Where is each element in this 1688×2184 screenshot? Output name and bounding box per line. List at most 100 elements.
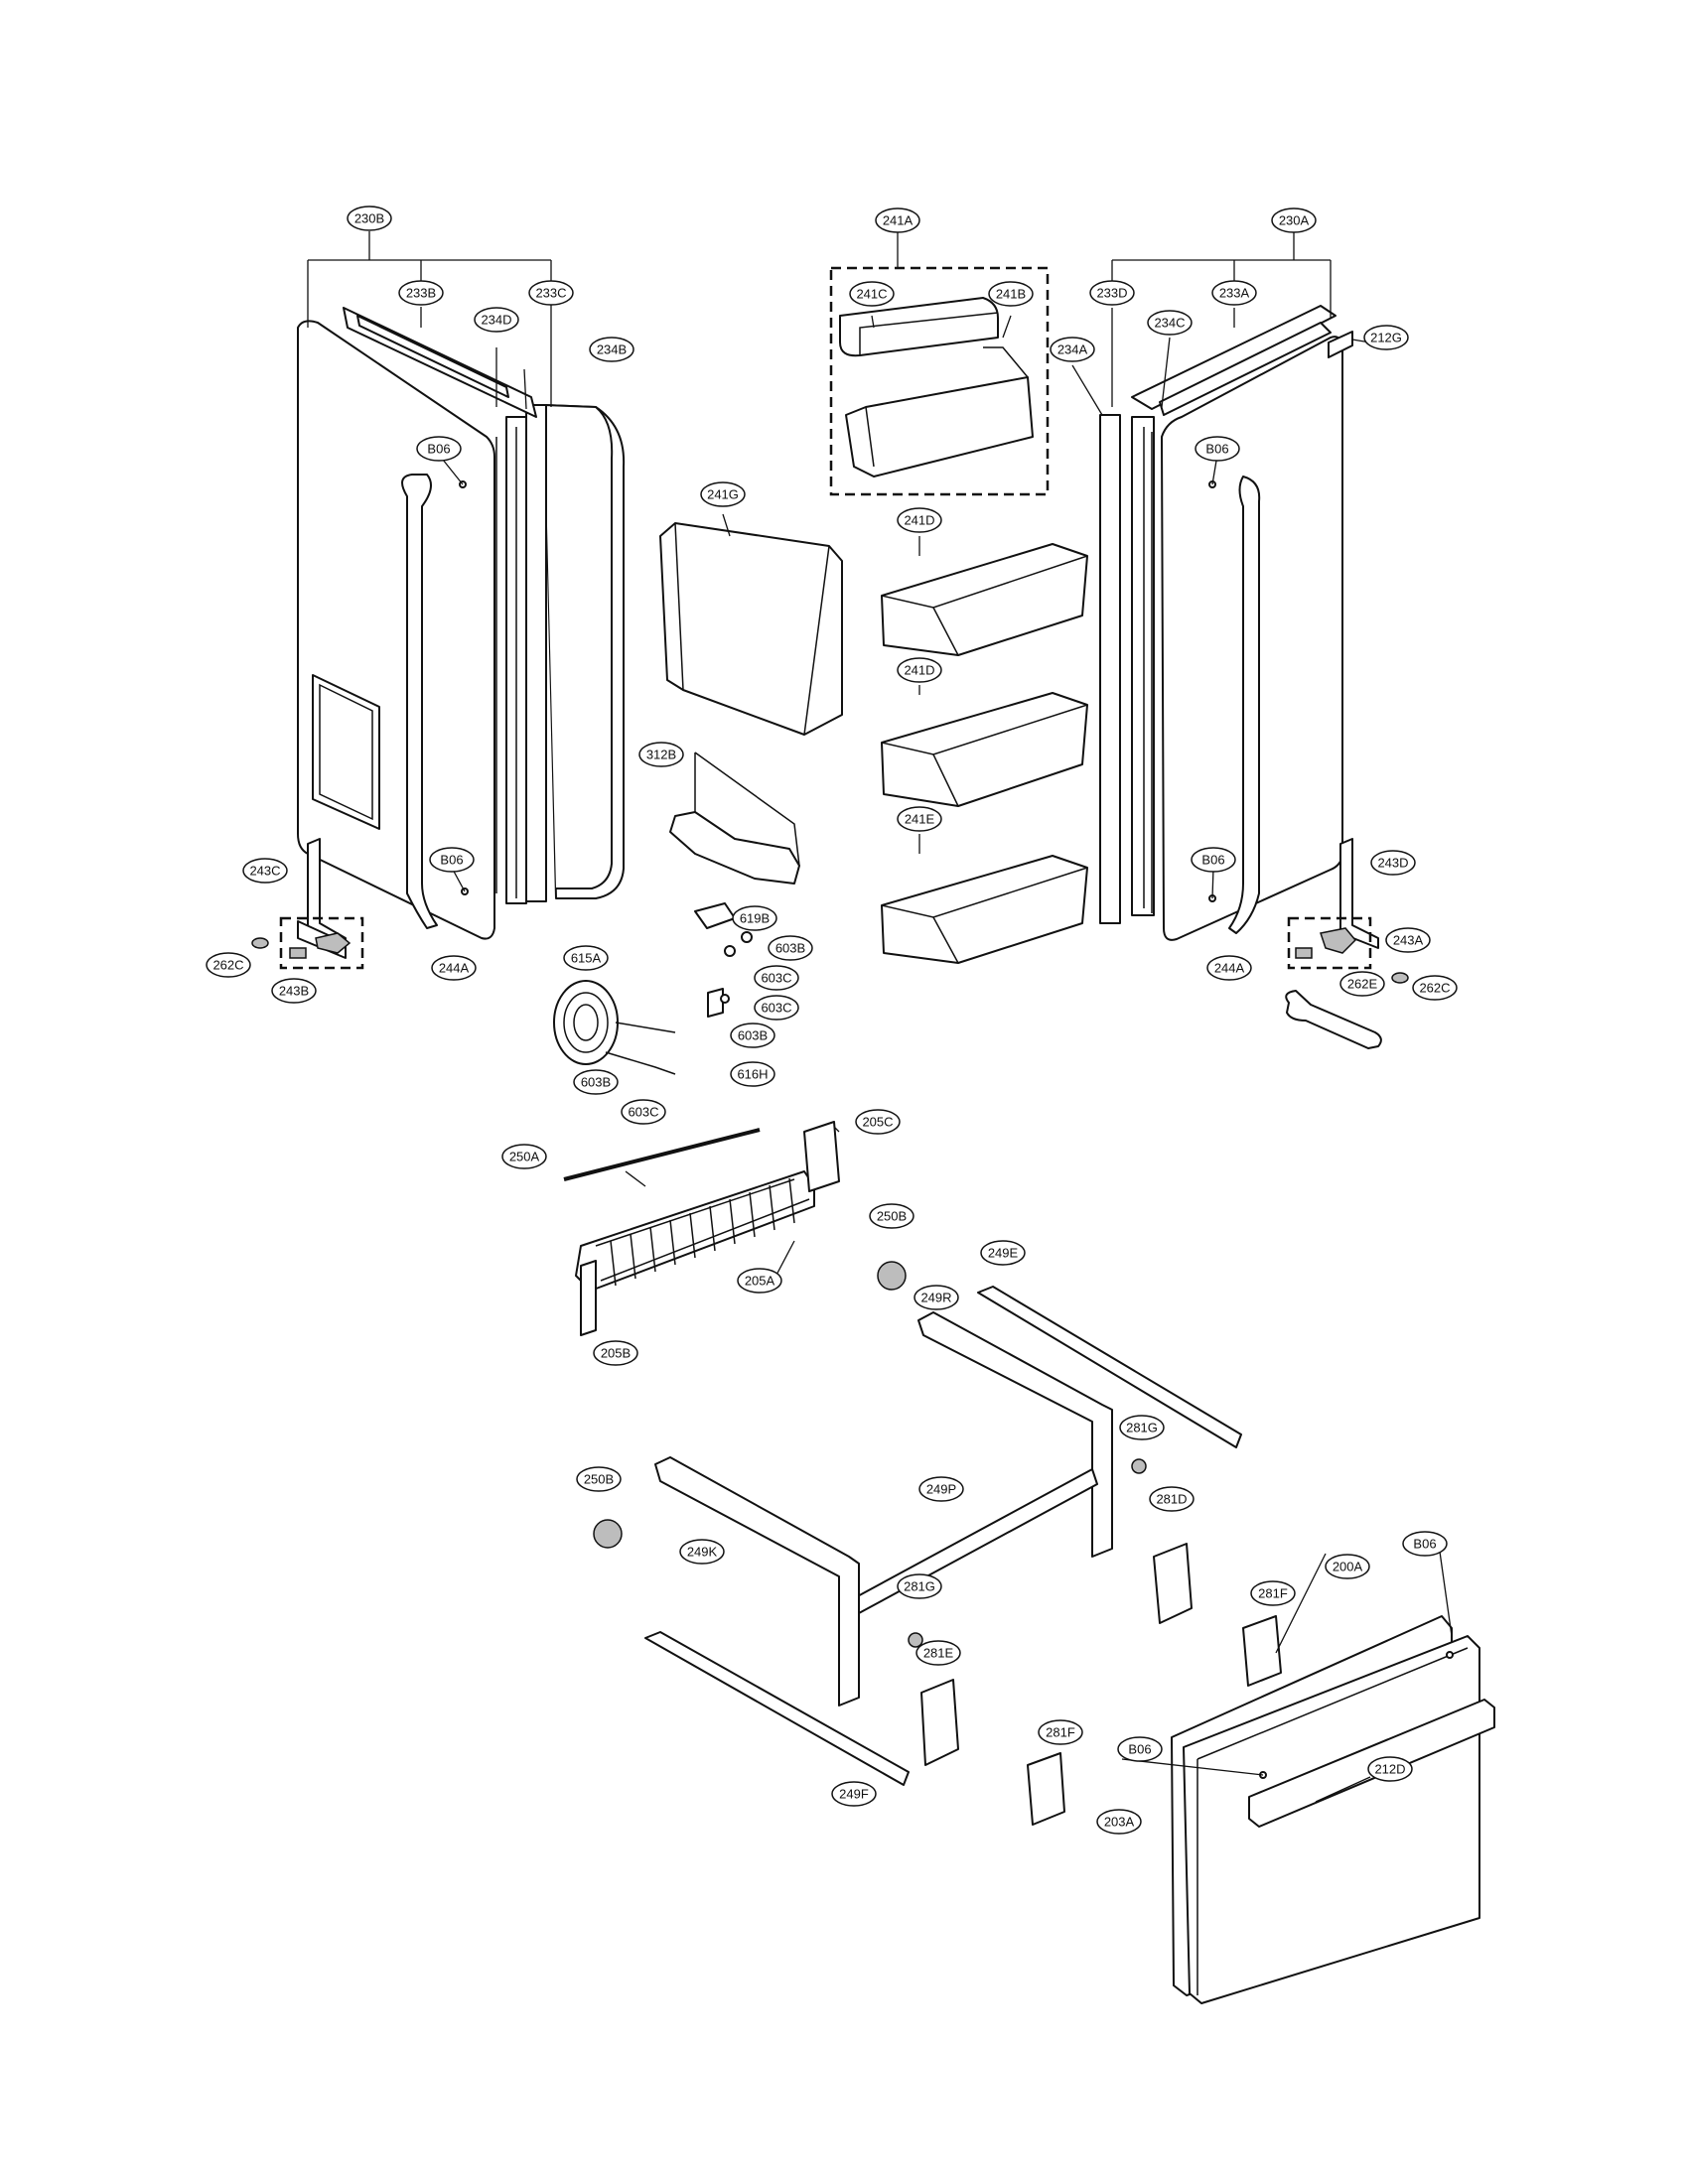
- callout-205b: 205B: [593, 1340, 638, 1366]
- callout-label: 234D: [481, 313, 511, 328]
- callout-603c: 603C: [621, 1099, 666, 1125]
- callout-label: 250B: [877, 1209, 907, 1224]
- callout-label: 234A: [1057, 342, 1088, 357]
- callout-262c: 262C: [1412, 975, 1458, 1001]
- callout-234b: 234B: [589, 337, 634, 362]
- right-door-assembly: [1099, 305, 1353, 941]
- callout-label: 281G: [1126, 1421, 1158, 1435]
- callout-241c: 241C: [849, 281, 895, 307]
- callout-233d: 233D: [1089, 280, 1135, 306]
- callout-243c: 243C: [242, 858, 288, 884]
- callout-label: 241C: [856, 287, 887, 302]
- callout-281f: 281F: [1038, 1719, 1083, 1745]
- callout-label: 244A: [1214, 961, 1245, 976]
- callout-label: 281F: [1046, 1725, 1075, 1740]
- callout-label: 212G: [1370, 331, 1402, 345]
- callout-label: 212D: [1374, 1762, 1405, 1777]
- callout-label: 205A: [745, 1274, 775, 1289]
- callout-b06: B06: [1402, 1531, 1448, 1557]
- callout-234d: 234D: [474, 307, 519, 333]
- callout-212g: 212G: [1363, 325, 1409, 350]
- callout-205c: 205C: [855, 1109, 901, 1135]
- callout-281d: 281D: [1149, 1486, 1195, 1512]
- callout-250a: 250A: [501, 1144, 547, 1169]
- callout-241e: 241E: [897, 806, 942, 832]
- callout-label: 230A: [1279, 213, 1310, 228]
- callout-603b: 603B: [730, 1023, 775, 1048]
- callout-label: 233B: [406, 286, 436, 301]
- callout-label: 234B: [597, 342, 627, 357]
- callout-label: 281F: [1258, 1586, 1288, 1601]
- callout-label: 249E: [988, 1246, 1019, 1261]
- callout-label: 603C: [761, 971, 791, 986]
- callout-label: 281D: [1156, 1492, 1187, 1507]
- callout-615a: 615A: [563, 945, 609, 971]
- callout-234c: 234C: [1147, 310, 1193, 336]
- callout-203a: 203A: [1096, 1809, 1142, 1835]
- callout-label: 603C: [761, 1001, 791, 1016]
- callout-label: 241B: [996, 287, 1026, 302]
- callout-233c: 233C: [528, 280, 574, 306]
- freezer-drawer-front: [1171, 1615, 1495, 2004]
- callout-label: B06: [427, 442, 450, 457]
- right-hinge-parts: [1285, 838, 1409, 1049]
- callout-label: 262C: [212, 958, 243, 973]
- wire-basket: [563, 1121, 840, 1336]
- callout-label: 241G: [707, 487, 739, 502]
- callout-label: 234C: [1154, 316, 1185, 331]
- callout-241a: 241A: [875, 207, 920, 233]
- callout-label: 249F: [839, 1787, 869, 1802]
- callout-234a: 234A: [1050, 337, 1095, 362]
- callout-b06: B06: [416, 436, 462, 462]
- callout-label: 249K: [687, 1545, 718, 1560]
- callout-label: 281G: [904, 1579, 935, 1594]
- callout-281e: 281E: [915, 1640, 961, 1666]
- callout-label: 615A: [571, 951, 602, 966]
- callout-label: 205B: [601, 1346, 631, 1361]
- callout-label: 241E: [905, 812, 935, 827]
- callout-249f: 249F: [831, 1781, 877, 1807]
- callout-label: 249R: [920, 1291, 951, 1305]
- callout-label: 244A: [439, 961, 470, 976]
- callout-243b: 243B: [271, 978, 317, 1004]
- callout-label: 619B: [740, 911, 770, 926]
- callout-250b: 250B: [869, 1203, 914, 1229]
- callout-619b: 619B: [732, 905, 777, 931]
- callout-200a: 200A: [1325, 1554, 1370, 1579]
- callout-233b: 233B: [398, 280, 444, 306]
- callout-603c: 603C: [754, 995, 799, 1021]
- callout-label: 281E: [923, 1646, 954, 1661]
- callout-205a: 205A: [737, 1268, 782, 1294]
- callout-label: 603B: [581, 1075, 611, 1090]
- leader-lines: [307, 231, 1453, 1803]
- callout-label: 233A: [1219, 286, 1250, 301]
- callout-241g: 241G: [700, 481, 746, 507]
- callout-281f: 281F: [1250, 1580, 1296, 1606]
- callout-label: 243A: [1393, 933, 1424, 948]
- callout-b06: B06: [1117, 1736, 1163, 1762]
- callout-label: 241A: [883, 213, 914, 228]
- callout-603b: 603B: [768, 935, 813, 961]
- callout-262e: 262E: [1339, 971, 1385, 997]
- callout-233a: 233A: [1211, 280, 1257, 306]
- callout-281g: 281G: [897, 1573, 942, 1599]
- callout-241d: 241D: [897, 657, 942, 683]
- callout-label: 230B: [354, 211, 384, 226]
- callout-241b: 241B: [988, 281, 1034, 307]
- callout-244a: 244A: [431, 955, 477, 981]
- callout-616h: 616H: [730, 1061, 775, 1087]
- callout-label: 603C: [628, 1105, 658, 1120]
- callout-label: 241D: [904, 513, 934, 528]
- callout-label: 243B: [279, 984, 309, 999]
- callout-603c: 603C: [754, 965, 799, 991]
- callout-label: 233D: [1096, 286, 1127, 301]
- callout-label: B06: [1205, 442, 1228, 457]
- left-door-assembly: [297, 307, 626, 940]
- callout-label: B06: [1413, 1537, 1436, 1552]
- callout-label: 233C: [535, 286, 566, 301]
- callout-230a: 230A: [1271, 207, 1317, 233]
- callout-249p: 249P: [918, 1476, 964, 1502]
- callout-b06: B06: [429, 847, 475, 873]
- callout-603b: 603B: [573, 1069, 619, 1095]
